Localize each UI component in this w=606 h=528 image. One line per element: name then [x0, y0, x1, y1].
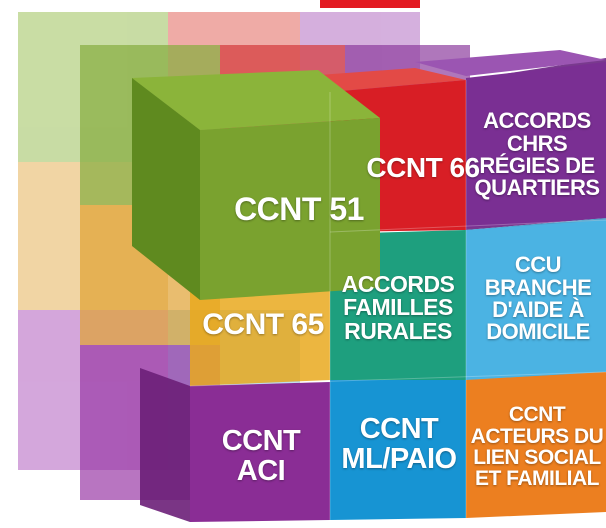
label-ccnt66: CCNT 66 [366, 151, 480, 183]
label-accords-familles: ACCORDS FAMILLES RURALES [334, 256, 462, 360]
cube-accords-chrs-top [415, 50, 606, 76]
label-line: BRANCHE [484, 274, 592, 300]
label-line: CHRS [506, 130, 568, 156]
cube-ccnt-ml-face [330, 380, 466, 520]
label-line: ACI [236, 455, 286, 487]
label-line: CCU [514, 252, 562, 278]
label-ccnt51: CCNT 51 [234, 190, 364, 227]
label-line: ET FAMILIAL [475, 467, 600, 491]
label-line: LIEN SOCIAL [473, 446, 601, 469]
label-ccnt65: CCNT 65 [202, 307, 324, 341]
top-red-edge [320, 0, 420, 8]
cube-ccnt-aci-face [190, 382, 330, 522]
label-ccnt-ml: CCNT ML/PAIO [332, 400, 466, 490]
label-line: RURALES [344, 317, 452, 344]
label-line: ML/PAIO [341, 443, 457, 475]
label-line: DOMICILE [486, 319, 590, 345]
cube-ccnt-acteurs-face [466, 372, 606, 518]
label-line: CCNT [221, 425, 301, 458]
label-line: RÉGIES DE [479, 153, 595, 178]
cube-ccnt51-top [132, 70, 380, 130]
edge-lines [189, 80, 606, 520]
label-line: ACCORDS [341, 270, 455, 297]
cube-ccnt51 [132, 70, 380, 300]
label-ccnt-aci: CCNT ACI [196, 412, 326, 502]
label-line: ACCORDS [483, 108, 591, 134]
cube-ccu-face [466, 220, 606, 380]
cube-ccnt51-side [132, 78, 200, 300]
label-ccnt-acteurs: CCNT ACTEURS DU LIEN SOCIAL ET FAMILIAL [468, 384, 606, 510]
label-line: D'AIDE À [492, 297, 584, 322]
label-line: CCNT [508, 403, 566, 427]
label-line: ACTEURS DU [470, 424, 604, 448]
label-line: FAMILLES [343, 294, 453, 321]
bottom-row [140, 368, 606, 522]
cube-ccnt51-face [200, 118, 380, 300]
label-ccu: CCU BRANCHE D'AIDE À DOMICILE [470, 232, 606, 366]
label-line: QUARTIERS [474, 175, 600, 201]
label-line: CCNT [359, 413, 439, 446]
label-accords-chrs: ACCORDS CHRS RÉGIES DE QUARTIERS [468, 92, 606, 218]
cube-accords-chrs-face [466, 62, 606, 228]
